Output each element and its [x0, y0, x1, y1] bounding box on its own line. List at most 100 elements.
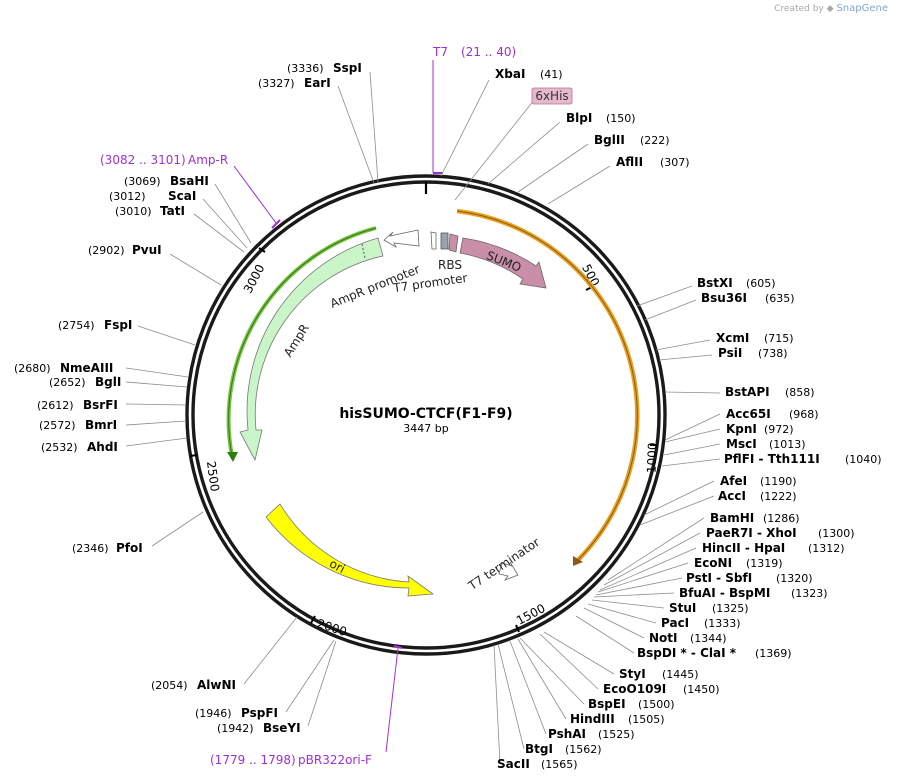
site-name[interactable]: ScaI	[168, 189, 196, 203]
his-tag-badge-box	[531, 87, 573, 105]
site-name[interactable]: AccI	[718, 489, 746, 503]
site-name[interactable]: SacII	[497, 757, 530, 771]
site-name[interactable]: PaeR7I - XhoI	[706, 526, 797, 540]
orf-outline-green-core	[228, 227, 377, 457]
primer-ampr[interactable]: (3082 .. 3101) Amp-R	[100, 153, 281, 229]
site-position: (2054)	[151, 679, 188, 692]
site-name[interactable]: XcmI	[716, 331, 749, 345]
primer-t7[interactable]: T7 (21 .. 40)	[432, 45, 516, 174]
tick-1500	[515, 624, 520, 633]
site-position: (1300)	[818, 527, 855, 540]
site-name[interactable]: StuI	[669, 601, 696, 615]
site-leader	[497, 643, 525, 750]
site-name[interactable]: EcoO109I	[603, 682, 666, 696]
site-leader	[583, 607, 645, 639]
site-name[interactable]: AlwNI	[197, 678, 236, 692]
site-name[interactable]: HindIII	[570, 712, 615, 726]
ampr-feature[interactable]	[239, 237, 384, 462]
site-name[interactable]: BstAPI	[725, 385, 770, 399]
site-name[interactable]: Acc65I	[726, 407, 771, 421]
site-leader	[337, 85, 375, 184]
site-name[interactable]: PspFI	[241, 706, 278, 720]
site-position: (1942)	[217, 722, 254, 735]
site-position: (2680)	[14, 362, 51, 375]
site-name[interactable]: BseYI	[263, 721, 301, 735]
site-name[interactable]: StyI	[619, 667, 646, 681]
his-tag-badge-label: 6xHis	[535, 89, 568, 103]
site-leader	[307, 640, 337, 727]
site-name[interactable]: BspDI * - ClaI *	[637, 646, 737, 660]
tick-2000	[310, 615, 316, 624]
site-position: (1500)	[638, 698, 675, 711]
site-leader	[440, 79, 490, 177]
tick-label-1000: 1000	[645, 442, 660, 473]
site-name[interactable]: SspI	[333, 61, 362, 75]
site-name[interactable]: BsaHI	[170, 174, 209, 188]
site-name[interactable]: PshAI	[548, 727, 586, 741]
t7-promoter-feature[interactable]	[430, 231, 437, 250]
site-name[interactable]: EcoNI	[694, 556, 732, 570]
t7-terminator-feature[interactable]	[498, 561, 519, 581]
site-name[interactable]: BsrFI	[83, 398, 118, 412]
site-position: (972)	[764, 423, 794, 436]
rbs-feature[interactable]	[440, 232, 449, 250]
site-name[interactable]: BamHI	[710, 511, 754, 525]
site-name[interactable]: AflII	[616, 155, 643, 169]
site-leader	[607, 517, 705, 581]
site-name[interactable]: BglII	[594, 133, 625, 147]
site-leader	[509, 640, 547, 735]
site-position: (1333)	[704, 617, 741, 630]
site-name[interactable]: AfeI	[720, 474, 747, 488]
site-leader	[125, 367, 189, 378]
primer-pbr322ori[interactable]: (1779 .. 1798) pBR322ori-F	[210, 645, 403, 767]
site-name[interactable]: BglI	[95, 375, 121, 389]
sumo-feature[interactable]	[459, 237, 547, 289]
his-tag-badge[interactable]: 6xHis	[454, 87, 573, 201]
site-name[interactable]: FspI	[104, 318, 132, 332]
site-name[interactable]: XbaI	[495, 67, 525, 81]
site-name[interactable]: BmrI	[85, 418, 117, 432]
site-name[interactable]: PflFI - Tth111I	[724, 452, 820, 466]
site-name[interactable]: BstXI	[697, 276, 733, 290]
site-position: (1013)	[769, 438, 806, 451]
watermark: Created by ◆ SnapGene	[774, 3, 888, 14]
site-name[interactable]: PfoI	[116, 541, 143, 555]
site-name[interactable]: PvuI	[132, 243, 162, 257]
site-position: (1450)	[683, 683, 720, 696]
primer-pbr-leader	[385, 647, 399, 753]
site-name[interactable]: EarI	[304, 76, 331, 90]
site-name[interactable]: PacI	[661, 616, 689, 630]
site-position: (3069)	[124, 175, 161, 188]
site-leader	[639, 495, 715, 526]
site-name[interactable]: PsiI	[718, 346, 742, 360]
site-name[interactable]: BtgI	[525, 742, 553, 756]
site-position: (2346)	[72, 542, 109, 555]
site-position: (635)	[765, 292, 795, 305]
site-leader	[663, 443, 721, 456]
site-name[interactable]: KpnI	[726, 422, 757, 436]
ampr-promoter-feature[interactable]	[383, 229, 420, 249]
ori-feature[interactable]	[265, 503, 435, 597]
site-name[interactable]: NotI	[649, 631, 678, 645]
site-name[interactable]: BfuAI - BspMI	[679, 586, 770, 600]
site-name[interactable]: AhdI	[87, 440, 118, 454]
primer-pbr-range: (1779 .. 1798)	[210, 753, 296, 767]
his-tag-feature[interactable]	[448, 233, 459, 253]
primer-pbr-name: pBR322ori-F	[298, 753, 372, 767]
site-position: (150)	[606, 112, 636, 125]
site-name[interactable]: BlpI	[566, 111, 592, 125]
site-name[interactable]: TatI	[160, 204, 185, 218]
watermark-prefix: Created by	[774, 4, 824, 14]
site-name[interactable]: MscI	[726, 437, 757, 451]
site-leader	[587, 603, 657, 624]
site-name[interactable]: PstI - SbfI	[686, 571, 752, 585]
site-name[interactable]: BspEI	[588, 697, 626, 711]
site-leader	[539, 633, 599, 690]
site-name[interactable]: HincII - HpaI	[702, 541, 785, 555]
primer-ampr-name: Amp-R	[188, 153, 228, 167]
site-name[interactable]: Bsu36I	[701, 291, 747, 305]
site-position: (307)	[660, 156, 690, 169]
primer-t7-range: (21 .. 40)	[461, 45, 516, 59]
site-leader	[202, 198, 248, 249]
site-name[interactable]: NmeAIII	[60, 361, 113, 375]
